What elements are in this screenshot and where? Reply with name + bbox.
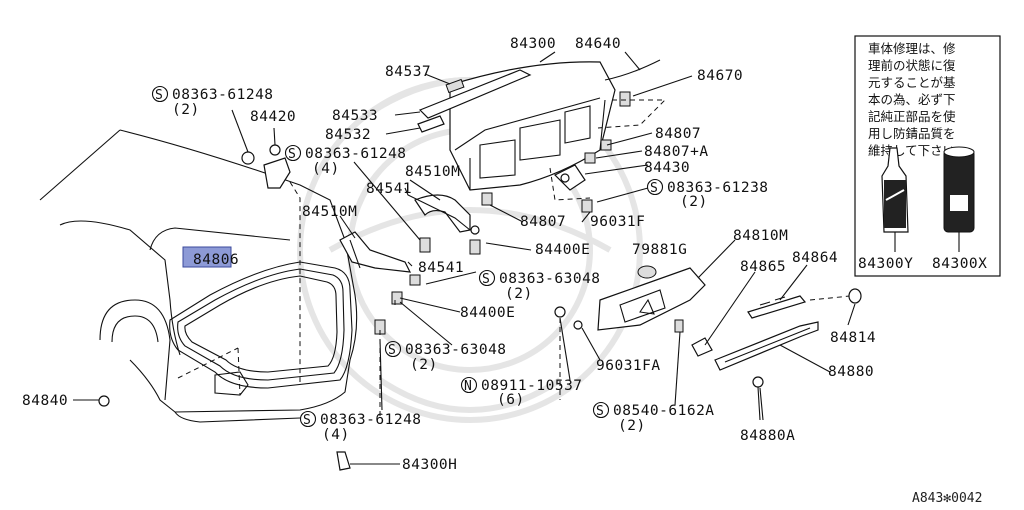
- svg-text:(2): (2): [618, 418, 646, 434]
- label-84640: 84640: [575, 36, 621, 52]
- svg-text:S: S: [388, 343, 396, 358]
- trunk-lid-84300: [449, 61, 616, 191]
- lid-stay-84640: [597, 59, 667, 129]
- label-96031fa: 96031FA: [596, 358, 661, 374]
- notice-line-4: 本の為、必ず下: [868, 92, 956, 107]
- svg-text:N: N: [464, 379, 472, 394]
- high-mount-lamp: [691, 288, 862, 421]
- svg-text:S: S: [155, 88, 163, 103]
- callout-s2: S 08363-61248 (4): [284, 144, 407, 177]
- svg-text:(2): (2): [410, 357, 438, 373]
- notice-line-1: 車体修理は、修: [868, 41, 956, 56]
- callout-n1: N 08911-10537 (6): [460, 376, 583, 408]
- svg-text:08911-10537: 08911-10537: [481, 378, 583, 394]
- svg-text:S: S: [288, 147, 296, 162]
- label-84300: 84300: [510, 36, 556, 52]
- label-84807-c: 84807: [520, 214, 566, 230]
- svg-text:(4): (4): [312, 161, 340, 177]
- label-84533: 84533: [332, 108, 378, 124]
- callout-s6: S 08540-6162A (2): [592, 401, 715, 434]
- label-84300x: 84300X: [932, 256, 987, 272]
- svg-text:08363-61248: 08363-61248: [172, 87, 274, 103]
- svg-text:08363-61248: 08363-61248: [305, 146, 407, 162]
- callout-s1: S 08363-61248 (2): [151, 85, 274, 118]
- label-84532: 84532: [325, 127, 371, 143]
- anti-rust-notice-box: 車体修理は、修 理前の状態に復 元することが基 本の為、必ず下 記純正部品を使 …: [854, 35, 1001, 277]
- callout-s4: S 08363-63048 (2): [478, 269, 601, 302]
- label-84865: 84865: [740, 259, 786, 275]
- label-84807-plus-a: 84807+A: [644, 144, 709, 160]
- label-84510m-2: 84510M: [302, 204, 357, 220]
- label-84400e-1: 84400E: [535, 242, 590, 258]
- svg-text:(4): (4): [322, 427, 350, 443]
- notice-line-2: 理前の状態に復: [868, 58, 956, 73]
- label-79881g: 79881G: [632, 242, 687, 258]
- label-84864: 84864: [792, 250, 838, 266]
- label-84430: 84430: [644, 160, 690, 176]
- torsion-bar-84510M: [339, 194, 481, 420]
- trunk-lock-84430: [481, 139, 612, 213]
- svg-text:08363-61248: 08363-61248: [320, 412, 422, 428]
- car-body-outline: [39, 129, 358, 423]
- svg-text:08363-61238: 08363-61238: [667, 180, 769, 196]
- sealant-tube-icon: [881, 147, 909, 252]
- label-84814: 84814: [830, 330, 876, 346]
- highlight-84806: [182, 246, 232, 268]
- svg-text:S: S: [596, 404, 604, 419]
- svg-text:S: S: [303, 413, 311, 428]
- label-84537: 84537: [385, 64, 431, 80]
- label-96031f: 96031F: [590, 214, 645, 230]
- label-84880a: 84880A: [740, 428, 795, 444]
- label-84300h: 84300H: [402, 457, 457, 473]
- svg-text:S: S: [482, 272, 490, 287]
- svg-text:08540-6162A: 08540-6162A: [613, 403, 715, 419]
- callout-s5: S 08363-63048 (2): [384, 340, 507, 373]
- notice-line-5: 記純正部品を使: [868, 109, 956, 124]
- svg-text:(2): (2): [505, 286, 533, 302]
- svg-text:08363-63048: 08363-63048: [499, 271, 601, 287]
- label-84400e-2: 84400E: [460, 305, 515, 321]
- svg-text:(6): (6): [497, 392, 525, 408]
- spray-can-icon: [943, 146, 975, 252]
- diagram-code: A843✻0042: [912, 491, 982, 506]
- svg-text:(2): (2): [172, 102, 200, 118]
- hinge-84420: [241, 144, 301, 382]
- lid-seal-strips: [417, 69, 532, 133]
- label-84807-a: 84807: [655, 126, 701, 142]
- label-84510m-1: 84510M: [405, 164, 460, 180]
- license-garnish-84810M: [554, 265, 706, 400]
- label-84420: 84420: [250, 109, 296, 125]
- label-84806: 84806: [193, 252, 239, 268]
- part-labels: 84300 84640 84537 84670 S 08363-61248 (2…: [22, 36, 876, 473]
- label-84541-b: 84541: [418, 260, 464, 276]
- svg-text:08363-63048: 08363-63048: [405, 342, 507, 358]
- callout-s3: S 08363-61238 (2): [646, 178, 769, 210]
- callout-s7: S 08363-61248 (4): [299, 410, 422, 443]
- notice-line-3: 元することが基: [868, 75, 956, 90]
- label-84300y: 84300Y: [858, 256, 913, 272]
- svg-text:S: S: [650, 181, 658, 196]
- fasteners: [98, 395, 351, 471]
- svg-text:(2): (2): [680, 194, 708, 210]
- leader-lines: [73, 51, 856, 465]
- label-84880: 84880: [828, 364, 874, 380]
- label-84810m: 84810M: [733, 228, 788, 244]
- label-84541-a: 84541: [366, 181, 412, 197]
- label-84670: 84670: [697, 68, 743, 84]
- label-84840: 84840: [22, 393, 68, 409]
- notice-line-6: 用し防錆品質を: [868, 126, 956, 141]
